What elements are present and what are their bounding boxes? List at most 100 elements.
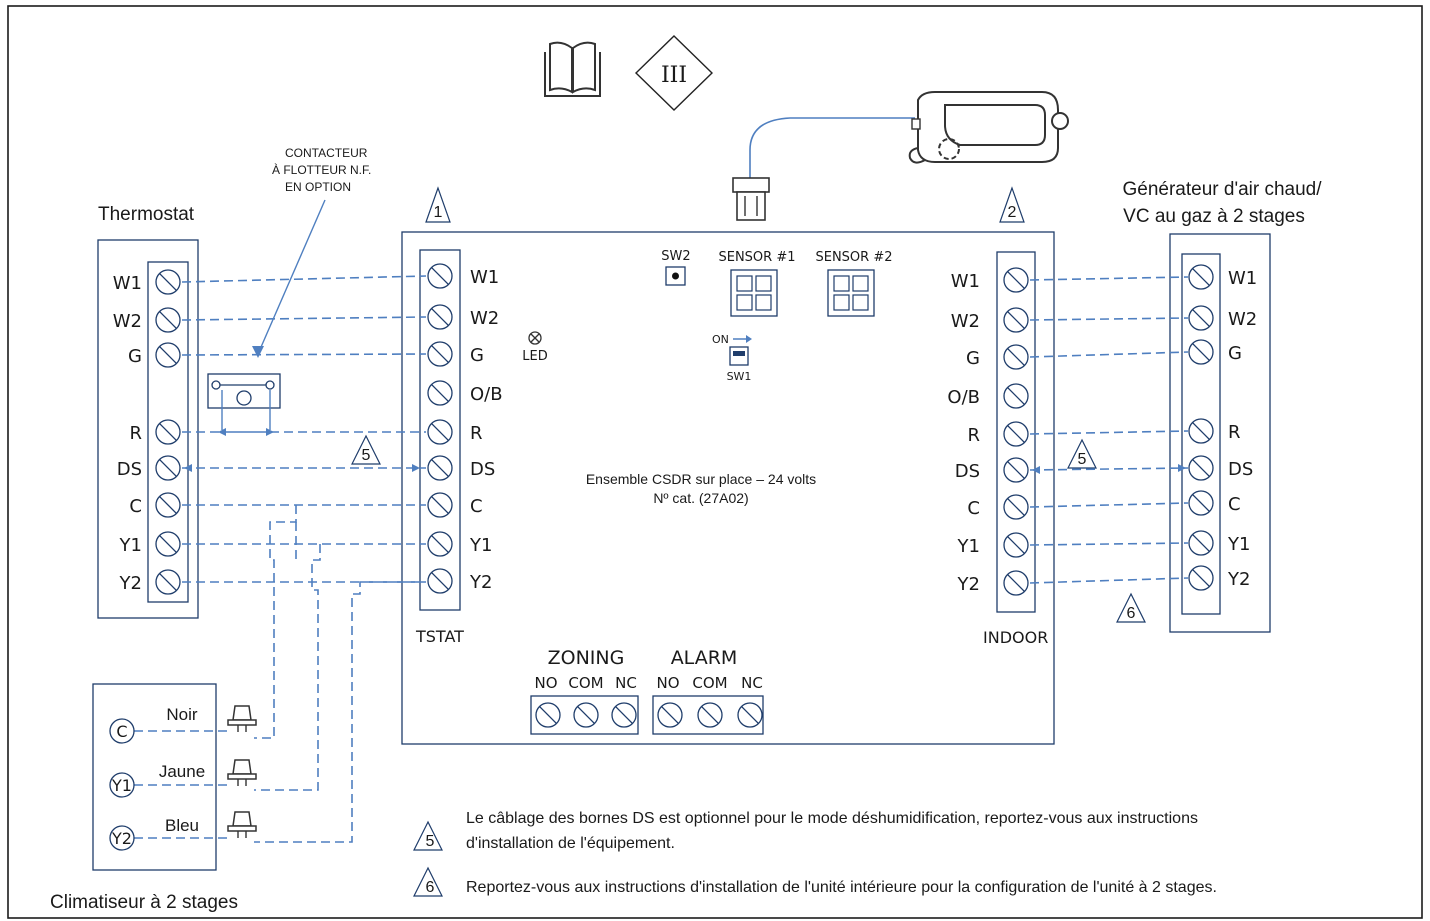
- indoor-screw-w2: [1003, 307, 1029, 333]
- marker-6-triangle: [1116, 592, 1146, 623]
- marker-5-right-label: 5: [1078, 451, 1087, 468]
- alarm-terminal-block: [652, 695, 764, 735]
- wiring-lines: [134, 275, 1189, 843]
- sensor2-connector: [827, 269, 875, 317]
- note-5-triangle: [413, 820, 443, 851]
- thermostat-terminal-r: R: [129, 423, 142, 444]
- tstat-screw-w1: [427, 263, 453, 289]
- alarm-pin-nc: NC: [741, 674, 763, 692]
- indoor-terminal-ds: DS: [955, 461, 980, 482]
- marker-1-triangle: [425, 186, 451, 223]
- tstat-terminal-y2: Y2: [469, 572, 492, 593]
- furnace-box: [1169, 233, 1271, 633]
- furnace-terminal-w1: W1: [1228, 268, 1257, 289]
- indoor-terminal-y2: Y2: [957, 574, 980, 595]
- tstat-label: TSTAT: [415, 627, 464, 646]
- thermostat-screw-c: [155, 492, 181, 518]
- furnace-screw-w1: [1188, 264, 1214, 290]
- ac-wire-color-jaune: Jaune: [159, 762, 205, 781]
- furnace-terminal-w2: W2: [1228, 309, 1257, 330]
- pointer-arrowhead: [252, 346, 264, 358]
- led-label: LED: [522, 349, 547, 364]
- zoning-screw-1: [535, 702, 561, 728]
- indoor-label: INDOOR: [983, 628, 1048, 647]
- tstat-screw-y1: [427, 531, 453, 557]
- zoning-screw-3: [611, 702, 637, 728]
- alarm-screw-3: [737, 702, 763, 728]
- marker-2-label: 2: [1008, 204, 1017, 221]
- roman-numeral: III: [661, 63, 687, 88]
- outer-frame: [7, 5, 1423, 919]
- furnace-terminal-ds: DS: [1228, 459, 1253, 480]
- float-switch-symbol: [207, 373, 281, 430]
- float-switch-label-2: À FLOTTEUR N.F.: [272, 162, 371, 177]
- ac-unit-box: [92, 683, 217, 871]
- ac-terminal-c: C: [109, 718, 135, 744]
- thermostat-terminal-c: C: [129, 496, 142, 517]
- leak-sensor-icon: [732, 91, 1069, 221]
- ac-unit-title: Climatiseur à 2 stages: [50, 892, 238, 913]
- ac-terminal-label-y1: Y1: [111, 776, 132, 795]
- manual-book-icon: [544, 41, 601, 97]
- ac-terminal-label-c: C: [116, 722, 127, 741]
- indoor-terminal-strip: [996, 251, 1036, 613]
- tstat-screw-g: [427, 341, 453, 367]
- thermostat-screw-y1: [155, 531, 181, 557]
- furnace-screw-y2: [1188, 565, 1214, 591]
- thermostat-box: [97, 239, 199, 619]
- furnace-title-1: Générateur d'air chaud/: [1122, 179, 1322, 200]
- alarm-screw-1: [657, 702, 683, 728]
- alarm-label: ALARM: [671, 647, 738, 669]
- furnace-terminal-r: R: [1228, 422, 1241, 443]
- indoor-terminal-g: G: [966, 348, 980, 369]
- marker-6-label: 6: [1127, 605, 1136, 622]
- led-icon: [528, 331, 542, 345]
- marker-1-label: 1: [434, 204, 443, 221]
- sw1-on-arrowhead: [746, 335, 752, 343]
- indoor-screw-w1: [1003, 267, 1029, 293]
- tstat-terminal-g: G: [470, 345, 484, 366]
- tstat-screw-w2: [427, 304, 453, 330]
- board-description-1: Ensemble CSDR sur place – 24 volts: [586, 471, 816, 487]
- sensor1-label: SENSOR #1: [718, 250, 795, 265]
- indoor-screw-y2: [1003, 570, 1029, 596]
- sensor2-label: SENSOR #2: [815, 250, 892, 265]
- zoning-label: ZONING: [548, 647, 625, 669]
- ac-wire-color-bleu: Bleu: [165, 816, 199, 835]
- tstat-terminal-ds: DS: [470, 459, 495, 480]
- ac-terminal-label-y2: Y2: [111, 829, 132, 848]
- float-switch-pointer: [257, 199, 326, 355]
- tstat-terminal-ob: O/B: [470, 384, 503, 405]
- indoor-screw-c: [1003, 494, 1029, 520]
- tstat-screw-c: [427, 492, 453, 518]
- note-5-line1: Le câblage des bornes DS est optionnel p…: [466, 810, 1198, 827]
- indoor-screw-ds: [1003, 457, 1029, 483]
- alarm-pin-com: COM: [692, 674, 727, 692]
- note-6-line1: Reportez-vous aux instructions d'install…: [466, 879, 1217, 896]
- thermostat-terminal-y2: Y2: [119, 573, 142, 594]
- thermostat-terminal-w1: W1: [113, 273, 142, 294]
- thermostat-screw-g: [155, 342, 181, 368]
- wire-nut-icon: [227, 759, 257, 786]
- tstat-terminal-strip: [419, 249, 461, 611]
- tstat-screw-y2: [427, 568, 453, 594]
- marker-5-left-label: 5: [362, 447, 371, 464]
- furnace-screw-g: [1188, 339, 1214, 365]
- tstat-terminal-c: C: [470, 496, 483, 517]
- tstat-terminal-y1: Y1: [469, 535, 492, 556]
- marker-5-left-triangle: [351, 434, 381, 465]
- zoning-pin-com: COM: [568, 674, 603, 692]
- ac-terminal-y2: Y2: [109, 825, 135, 851]
- indoor-screw-ob: [1003, 383, 1029, 409]
- float-switch-label-1: CONTACTEUR: [285, 146, 368, 160]
- zoning-pin-nc: NC: [615, 674, 637, 692]
- zoning-pin-no: NO: [534, 674, 557, 692]
- indoor-screw-g: [1003, 344, 1029, 370]
- thermostat-terminal-w2: W2: [113, 311, 142, 332]
- float-switch-label-3: EN OPTION: [285, 180, 351, 194]
- furnace-screw-y1: [1188, 530, 1214, 556]
- furnace-terminal-c: C: [1228, 494, 1241, 515]
- furnace-screw-r: [1188, 418, 1214, 444]
- sw1-on-label: ON: [712, 333, 729, 346]
